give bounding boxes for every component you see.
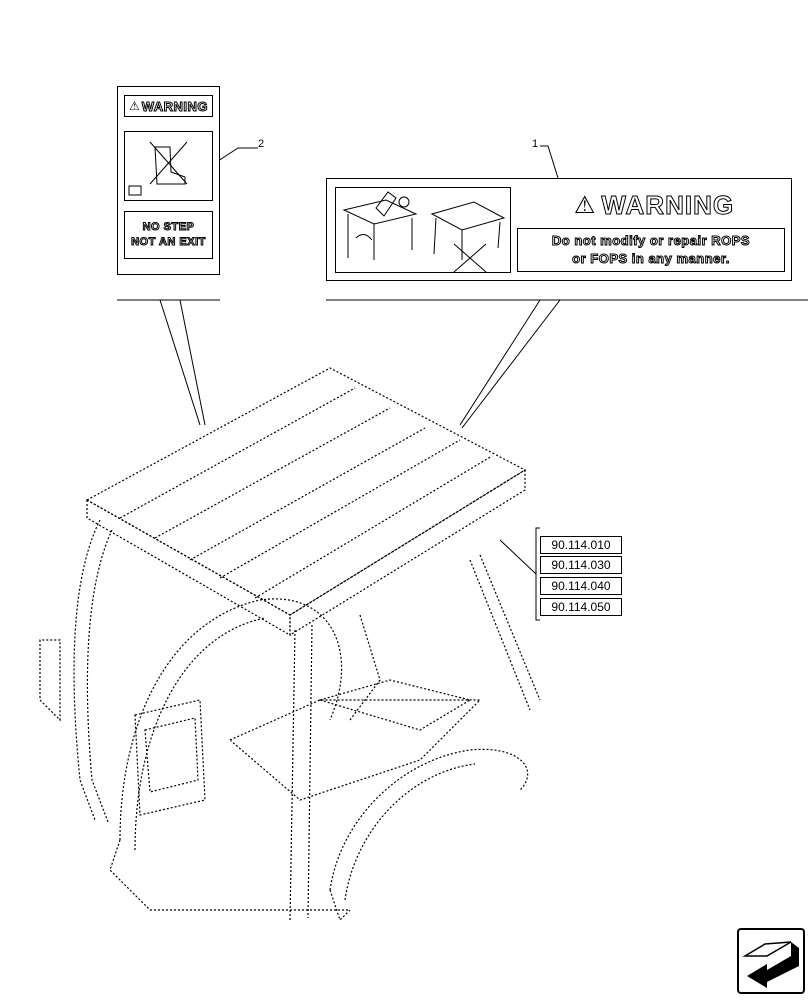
canopy-roof — [85, 367, 527, 637]
decal-1-line2: or FOPS in any manner. — [572, 251, 730, 267]
decal-1-message: Do not modify or repair ROPS or FOPS in … — [517, 228, 785, 272]
decal-2-header: ⚠ WARNING — [124, 95, 213, 117]
callout-1: 1 — [532, 138, 539, 150]
ref-box-4[interactable]: 90.114.050 — [540, 598, 622, 616]
decal-2-line2: NOT AN EXIT — [131, 236, 206, 249]
callout-2: 2 — [258, 138, 265, 150]
rops-modification-icon — [342, 191, 506, 273]
warning-triangle-icon: ⚠ — [128, 99, 140, 113]
decal-1-header: ⚠ WARNING — [523, 189, 785, 221]
decal-2-header-text: WARNING — [141, 98, 209, 114]
decal-2-leader-left — [159, 299, 201, 426]
navigation-arrow-button[interactable] — [737, 928, 805, 994]
ref-leader — [499, 539, 537, 575]
decal-2-line1: NO STEP — [142, 221, 195, 234]
decal-2-leader-right — [179, 299, 206, 426]
navigation-arrow-icon — [742, 941, 799, 988]
decal-1: ⚠ WARNING Do not modify or repair ROPS o… — [326, 178, 792, 281]
ref-box-1[interactable]: 90.114.010 — [540, 536, 622, 554]
ref-box-2[interactable]: 90.114.030 — [540, 556, 622, 574]
decal-1-leader-right — [461, 299, 561, 429]
warning-triangle-icon: ⚠ — [573, 191, 596, 219]
rops-frame — [39, 519, 541, 922]
decal-2-pictogram — [124, 131, 213, 201]
decal-1-leader-left — [459, 299, 541, 426]
ref-box-3[interactable]: 90.114.040 — [540, 577, 622, 595]
decal-2-message: NO STEP NOT AN EXIT — [124, 211, 213, 259]
decal-2: ⚠ WARNING NO STEP NOT AN EXIT — [117, 86, 220, 275]
decal-1-pictogram — [335, 187, 511, 273]
callout-1-leader — [540, 145, 559, 179]
decal-1-line1: Do not modify or repair ROPS — [551, 233, 751, 249]
callout-2-leader — [214, 147, 258, 164]
no-step-boot-icon — [128, 141, 188, 196]
decal-1-header-text: WARNING — [601, 189, 735, 220]
